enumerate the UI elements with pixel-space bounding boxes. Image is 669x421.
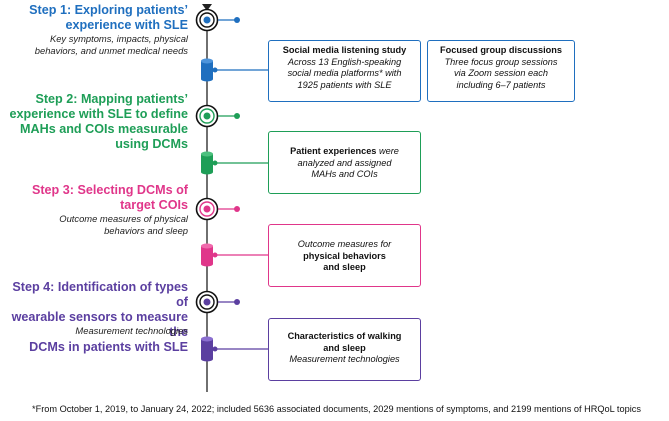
arrow-down-icon <box>202 4 212 11</box>
outcome-box-line3: and sleep <box>323 262 366 273</box>
footnote: *From October 1, 2019, to January 24, 20… <box>32 404 641 414</box>
step1-title: Step 1: Exploring patients’ experience w… <box>29 3 188 33</box>
step2-title-line1: Step 2: Mapping patients’ <box>35 92 188 106</box>
social-media-box-line3: 1925 patients with SLE <box>297 79 392 90</box>
step1-subtitle: Key symptoms, impacts, physical behavior… <box>35 33 188 57</box>
focus-group-box-line2: via Zoom session each <box>454 68 548 79</box>
focus-group-box: Focused group discussions Three focus gr… <box>427 40 575 102</box>
cylinder-icon <box>201 243 213 267</box>
target-icon <box>195 290 219 314</box>
step4-dot <box>234 299 240 305</box>
step2-dot <box>234 113 240 119</box>
characteristics-box-title-line1: Characteristics of walking <box>287 331 402 341</box>
characteristics-box-title-line2: and sleep <box>323 342 366 353</box>
characteristics-box-line1: Measurement technologies <box>289 354 400 365</box>
step3-sub-line2: behaviors and sleep <box>104 225 188 236</box>
step2-title-line2: experience with SLE to define <box>9 107 188 121</box>
cylinder-icon <box>201 336 213 362</box>
outcome-measures-box: Outcome measures for physical behaviors … <box>268 224 421 287</box>
focus-group-box-title: Focused group discussions <box>439 45 562 55</box>
step4-title-line1: Step 4: Identification of types of <box>12 280 188 309</box>
focus-group-box-line1: Three focus group sessions <box>444 56 558 67</box>
step1-title-line1: Step 1: Exploring patients’ <box>29 3 188 17</box>
step3-title: Step 3: Selecting DCMs of target COIs <box>32 183 188 213</box>
step3-subtitle: Outcome measures of physical behaviors a… <box>59 213 188 237</box>
step3-dot <box>234 206 240 212</box>
social-media-box-title: Social media listening study <box>282 45 407 55</box>
step4-sub-line1: Measurement technologies <box>75 325 188 336</box>
step1-title-line2: experience with SLE <box>65 18 188 32</box>
patient-box-title: Patient experiences <box>290 146 377 156</box>
step2-title-line4: using DCMs <box>115 137 188 151</box>
target-icon <box>195 197 219 221</box>
social-media-box: Social media listening study Across 13 E… <box>268 40 421 102</box>
step4-title-line3: DCMs in patients with SLE <box>29 340 188 354</box>
social-media-box-line2: social media platforms* with <box>287 68 402 79</box>
patient-box-line1: analyzed and assigned <box>297 157 392 168</box>
outcome-box-line1: Outcome measures for <box>297 239 392 249</box>
target-icon <box>195 8 219 32</box>
cylinder-icon <box>201 151 213 175</box>
cylinder-icon <box>201 58 213 82</box>
patient-box-title-tail: were <box>376 146 399 156</box>
step1-sub-line2: behaviors, and unmet medical needs <box>34 45 188 56</box>
step2-title: Step 2: Mapping patients’ experience wit… <box>10 92 188 152</box>
step1-dot <box>234 17 240 23</box>
social-media-box-line1: Across 13 English-speaking <box>287 56 402 67</box>
characteristics-box: Characteristics of walking and sleep Mea… <box>268 318 421 381</box>
step3-sub-line1: Outcome measures of physical <box>59 213 188 224</box>
step1-sub-line1: Key symptoms, impacts, physical <box>49 33 188 44</box>
patient-box-line2: MAHs and COIs <box>311 169 378 180</box>
step4-title: Step 4: Identification of types of weara… <box>0 280 188 355</box>
step3-title-line1: Step 3: Selecting DCMs of <box>31 183 188 197</box>
focus-group-box-line3: including 6–7 patients <box>456 79 546 90</box>
step4-subtitle: Measurement technologies <box>75 325 188 337</box>
step2-title-line3: MAHs and COIs measurable <box>20 122 188 136</box>
target-icon <box>195 104 219 128</box>
outcome-box-line2: physical behaviors <box>303 250 386 261</box>
step4-title-line2: wearable sensors to measure the <box>11 310 188 339</box>
step3-title-line2: target COIs <box>120 198 188 212</box>
patient-experiences-box: Patient experiences were analyzed and as… <box>268 131 421 194</box>
